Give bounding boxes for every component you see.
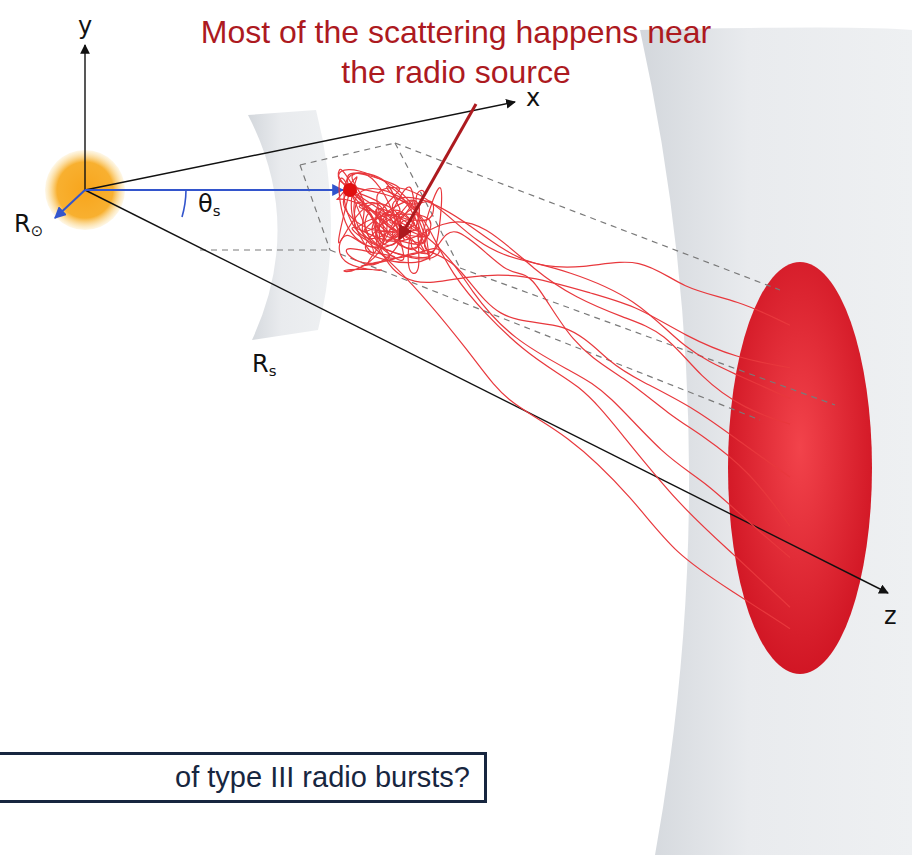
axis-label: y: [78, 12, 92, 40]
axis-label: x: [526, 84, 540, 112]
axis-label: θs: [198, 190, 220, 220]
ray-path: [346, 173, 790, 607]
question-text: of type III radio bursts?: [7, 761, 470, 794]
headline: Most of the scattering happens near the …: [186, 12, 726, 92]
angle-arc: [182, 190, 186, 217]
leader-arrow: [400, 104, 476, 238]
ray-path: [338, 170, 790, 399]
radio-source: [343, 183, 357, 197]
axis-label: Rs: [252, 350, 276, 380]
axis-label: z: [884, 602, 897, 630]
ray-path: [343, 190, 790, 368]
scattered-rays: [337, 169, 790, 628]
outer-shell: [640, 28, 912, 855]
projection-lines: [200, 143, 835, 420]
question-box: of type III radio bursts?: [0, 752, 487, 803]
source-vector: [85, 189, 343, 191]
inner-shell: [248, 110, 331, 340]
axis-label: R⊙: [14, 210, 43, 240]
axes: [85, 45, 888, 593]
ray-path: [339, 173, 790, 629]
observed-source: [728, 262, 872, 674]
radius-arrow: [55, 190, 85, 218]
ray-path: [350, 190, 790, 424]
